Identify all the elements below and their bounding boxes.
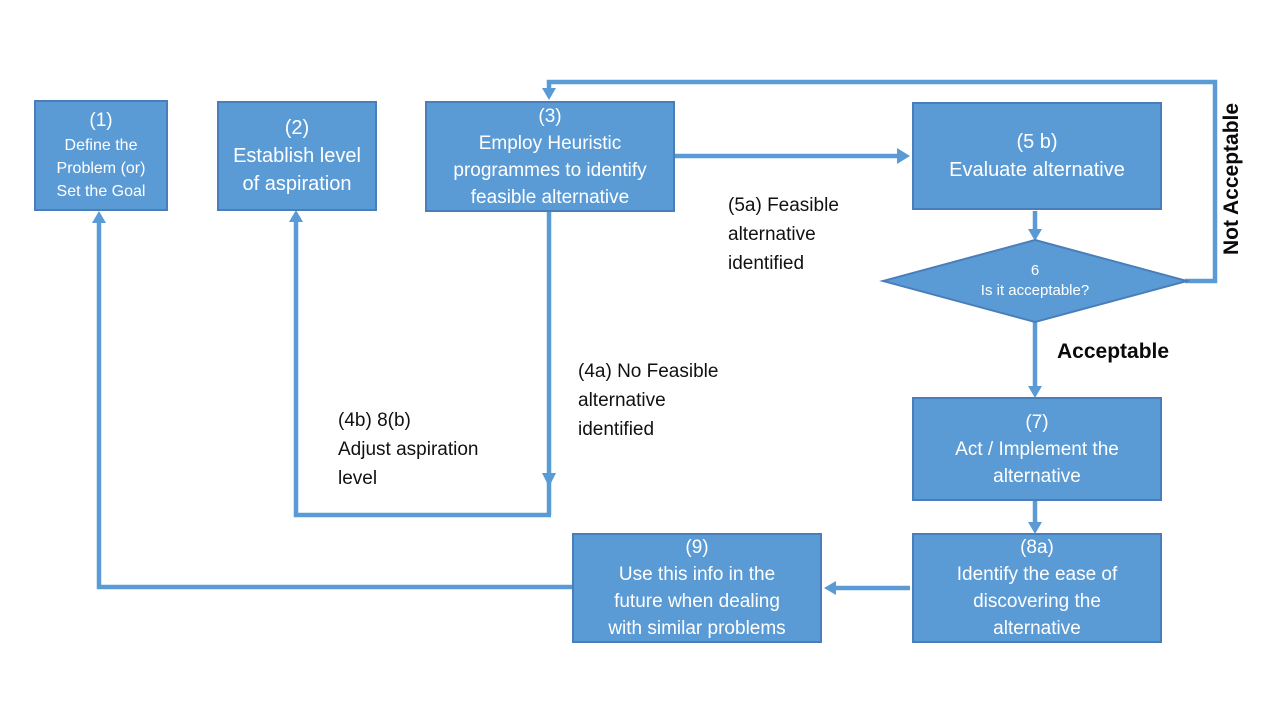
node-label: (5 b) — [1016, 131, 1058, 153]
decision-diamond — [879, 238, 1191, 324]
node-label: (9) — [685, 537, 709, 558]
edge-label-5a-feasible: (5a) Feasible alternative identified — [728, 195, 839, 274]
node-identify-ease: (8a) Identify the ease of discovering th… — [912, 533, 1162, 643]
node-label: (8a) — [1020, 537, 1054, 558]
edge-6-to-7-acceptable — [1028, 322, 1042, 398]
node-label: alternative — [993, 618, 1081, 639]
node-label: Act / Implement the — [955, 438, 1119, 460]
node-is-it-acceptable: 6 Is it acceptable? — [883, 240, 1187, 322]
node-label: Evaluate alternative — [949, 159, 1125, 181]
edge-label-4b-adjust: (4b) 8(b) Adjust aspiration level — [338, 410, 479, 489]
node-label: 6 — [1030, 262, 1040, 279]
node-label: feasible alternative — [470, 186, 630, 208]
node-label: future when dealing — [614, 591, 780, 612]
node-label: Identify the ease of — [956, 564, 1118, 585]
node-act-implement: (7) Act / Implement the alternative — [912, 397, 1162, 501]
edge-8a-to-9 — [824, 581, 910, 595]
node-label: Establish level — [233, 145, 361, 167]
node-employ-heuristic: (3) Employ Heuristic programmes to ident… — [425, 101, 675, 212]
node-label: Problem (or) — [56, 160, 146, 177]
node-establish-aspiration: (2) Establish level of aspiration — [217, 101, 377, 211]
node-label: alternative — [993, 465, 1081, 487]
node-label: programmes to identify — [453, 159, 647, 181]
node-label: Define the — [64, 137, 138, 154]
node-label: Use this info in the — [618, 564, 776, 585]
node-label: Is it acceptable? — [980, 282, 1090, 299]
edge-7-to-8a — [1028, 501, 1042, 534]
node-label: with similar problems — [608, 618, 786, 639]
node-label: discovering the — [973, 591, 1101, 612]
node-evaluate-alternative: (5 b) Evaluate alternative — [912, 102, 1162, 210]
node-label: Set the Goal — [56, 183, 146, 200]
node-label: (7) — [1025, 411, 1049, 433]
edge-3-down-4a — [542, 212, 556, 515]
edge-label-not-acceptable: Not Acceptable — [1220, 102, 1243, 256]
edge-5b-to-6 — [1028, 211, 1042, 241]
node-label: (2) — [284, 117, 310, 139]
node-use-info-future: (9) Use this info in the future when dea… — [572, 533, 822, 643]
edge-label-4a-no-feasible: (4a) No Feasible alternative identified — [578, 361, 719, 440]
edge-3-to-5b — [675, 148, 910, 164]
node-label: (3) — [538, 105, 562, 127]
node-label: Employ Heuristic — [478, 132, 622, 154]
edge-4b-to-2 — [289, 210, 551, 518]
edge-6-not-acceptable-to-3 — [542, 79, 1218, 284]
edge-label-acceptable: Acceptable — [1057, 340, 1170, 363]
node-define-problem: (1) Define the Problem (or) Set the Goal — [34, 100, 168, 211]
edge-9-to-1 — [92, 211, 572, 590]
node-label: (1) — [89, 110, 113, 131]
node-label: of aspiration — [242, 173, 352, 195]
